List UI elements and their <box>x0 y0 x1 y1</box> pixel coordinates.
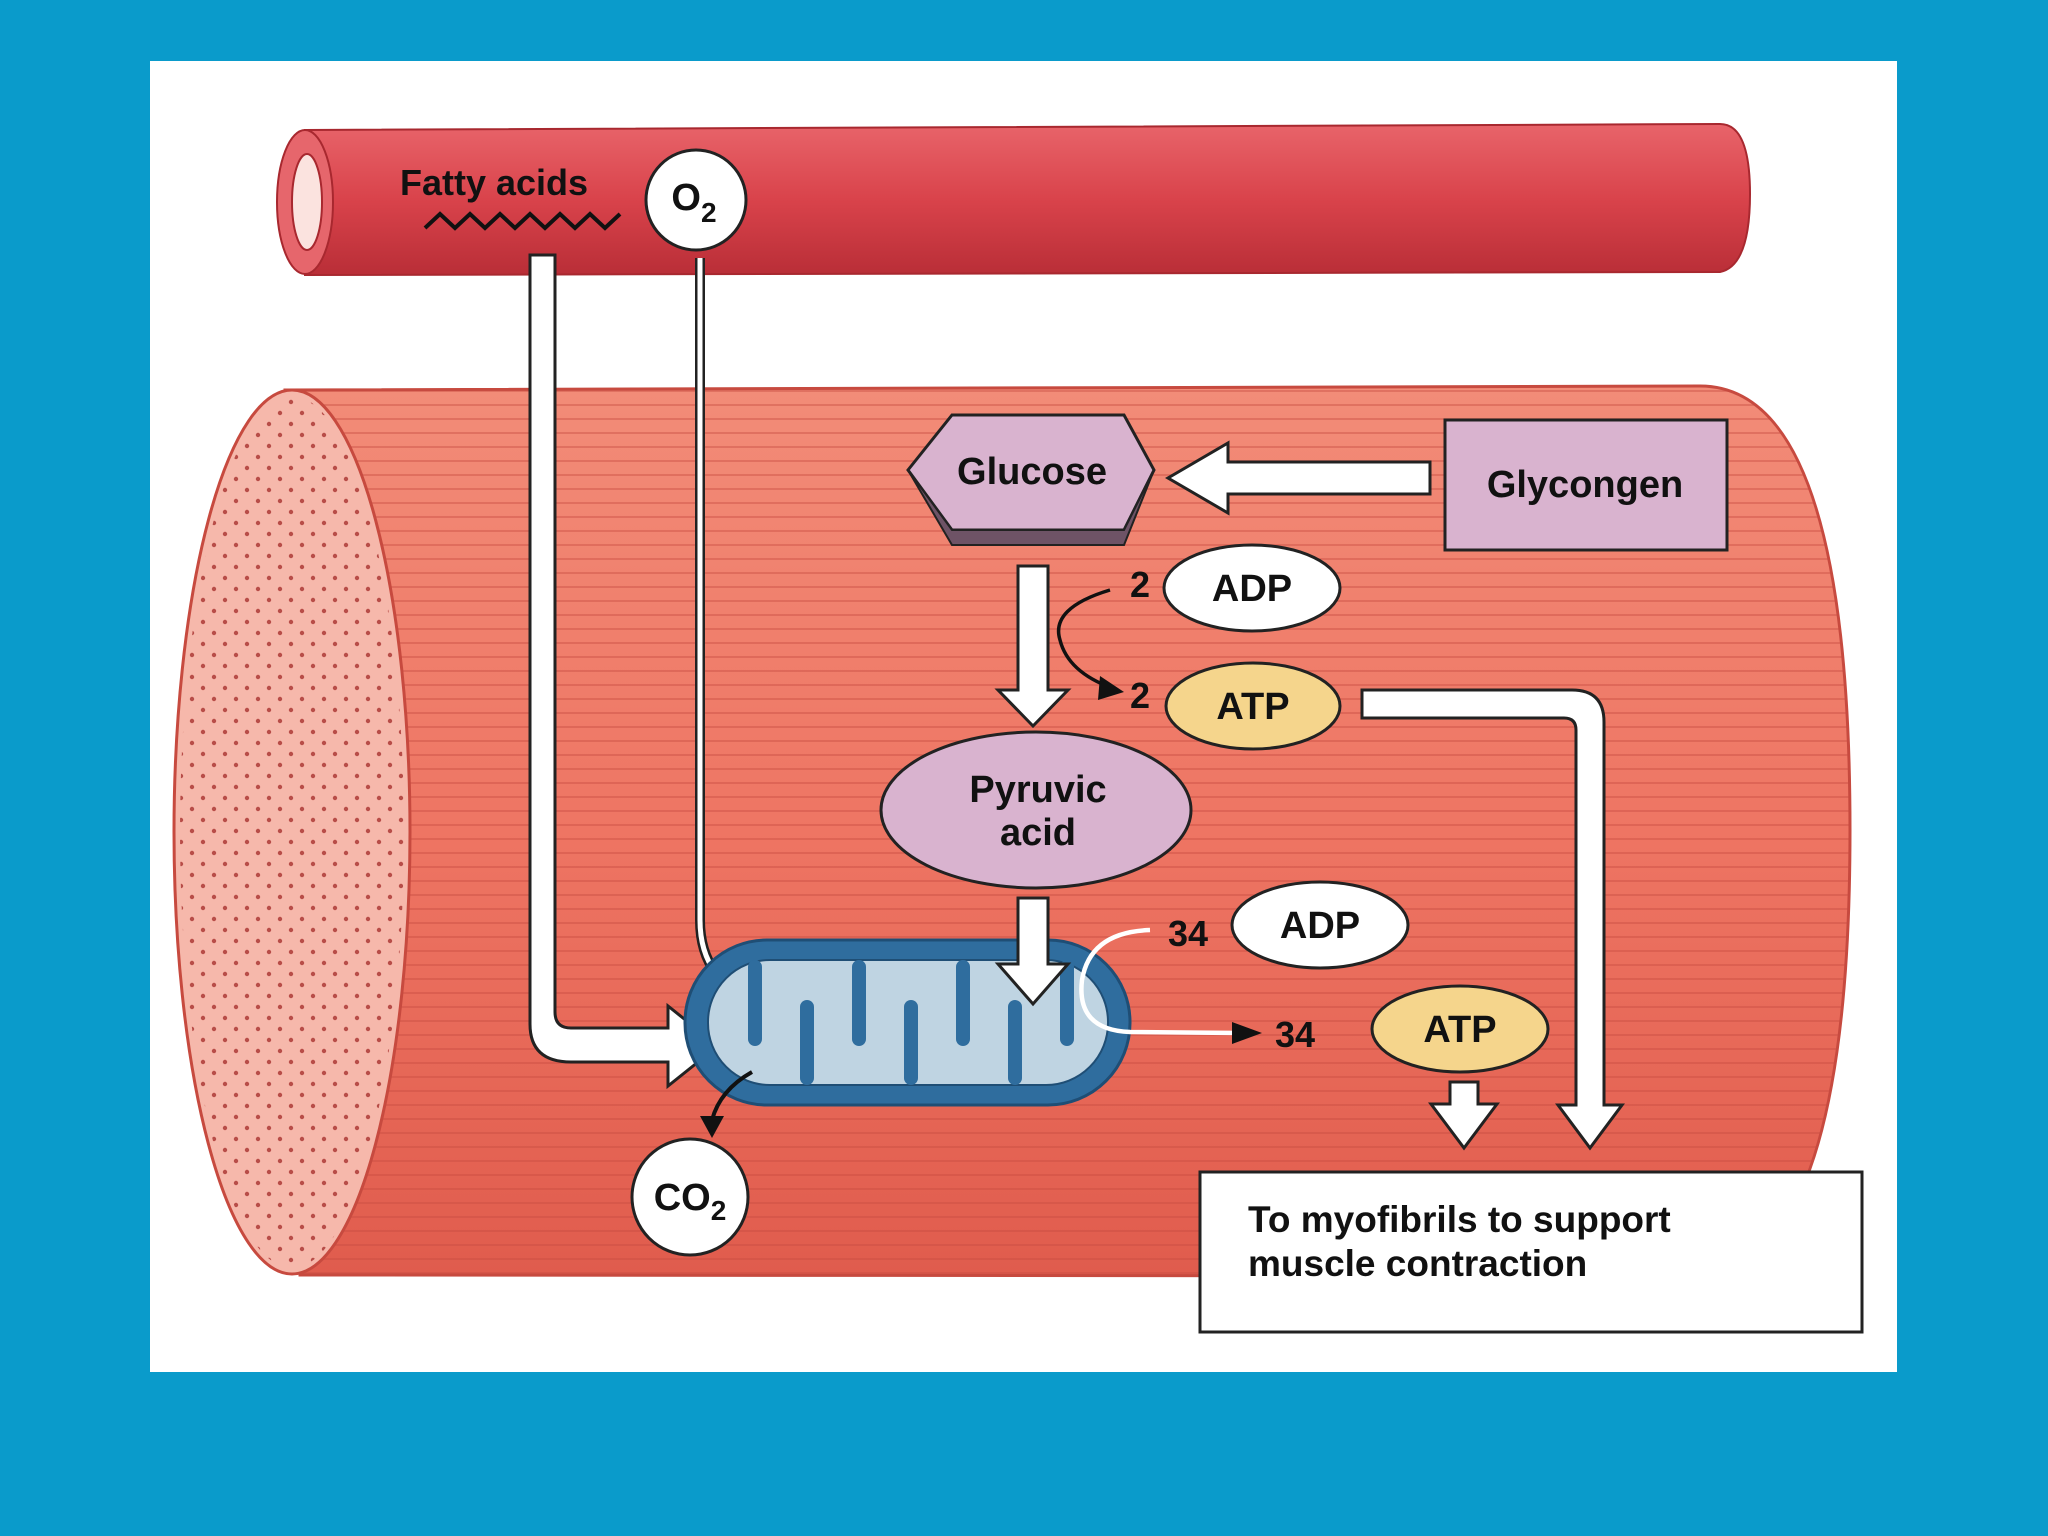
atp-bottom-down-arrow <box>1428 1080 1500 1151</box>
destination-box <box>1198 1170 1864 1334</box>
atp-top-ellipse <box>1164 661 1342 751</box>
adp-bottom-label: ADP <box>1280 905 1360 947</box>
adp-top-count: 2 <box>1130 564 1150 605</box>
adp-to-atp-curve-bottom-head <box>1232 1022 1262 1044</box>
atp-top-count: 2 <box>1130 675 1150 716</box>
atp-top-to-destination-arrow <box>1360 688 1625 1151</box>
adp-bottom-count: 34 <box>1168 913 1208 954</box>
glucose-to-pyruvic-arrow <box>994 564 1072 729</box>
glucose-label: Glucose <box>957 451 1107 493</box>
atp-bottom-ellipse <box>1370 984 1550 1074</box>
adp-bottom-ellipse <box>1230 880 1410 970</box>
glycogen-to-glucose-arrow <box>1165 440 1432 516</box>
oxygen-label: O2 <box>671 177 716 228</box>
glycogen-box <box>1443 418 1729 552</box>
fatty-acids-squiggle-icon <box>423 211 622 231</box>
adp-to-atp-curve-top-head <box>1098 676 1124 700</box>
pyruvic-to-mitochondrion-arrow <box>994 896 1072 1007</box>
atp-bottom-label: ATP <box>1423 1009 1496 1051</box>
oxygen-circle <box>644 148 748 252</box>
co2-arrow <box>710 1070 753 1121</box>
pyruvic-acid-ellipse <box>879 730 1193 890</box>
destination-line-2: muscle contraction <box>1248 1243 1587 1284</box>
adp-to-atp-curve-top <box>1056 588 1113 690</box>
co2-circle <box>630 1137 750 1257</box>
pyruvic-label-line-2: acid <box>1000 812 1076 854</box>
adp-to-atp-curve-bottom <box>1079 927 1241 1036</box>
adp-top-ellipse <box>1162 543 1342 633</box>
glucose-hexagon <box>906 413 1156 546</box>
atp-bottom-count: 34 <box>1275 1014 1315 1055</box>
fatty-acids-label: Fatty acids <box>400 162 588 203</box>
atp-top-label: ATP <box>1216 686 1289 728</box>
glycogen-label: Glycongen <box>1487 464 1683 506</box>
co2-arrow-head <box>700 1116 724 1138</box>
co2-label: CO2 <box>654 1177 727 1226</box>
destination-line-1: To myofibrils to support <box>1248 1199 1671 1240</box>
adp-top-label: ADP <box>1212 568 1292 610</box>
pyruvic-label-line-1: Pyruvic <box>969 769 1106 811</box>
